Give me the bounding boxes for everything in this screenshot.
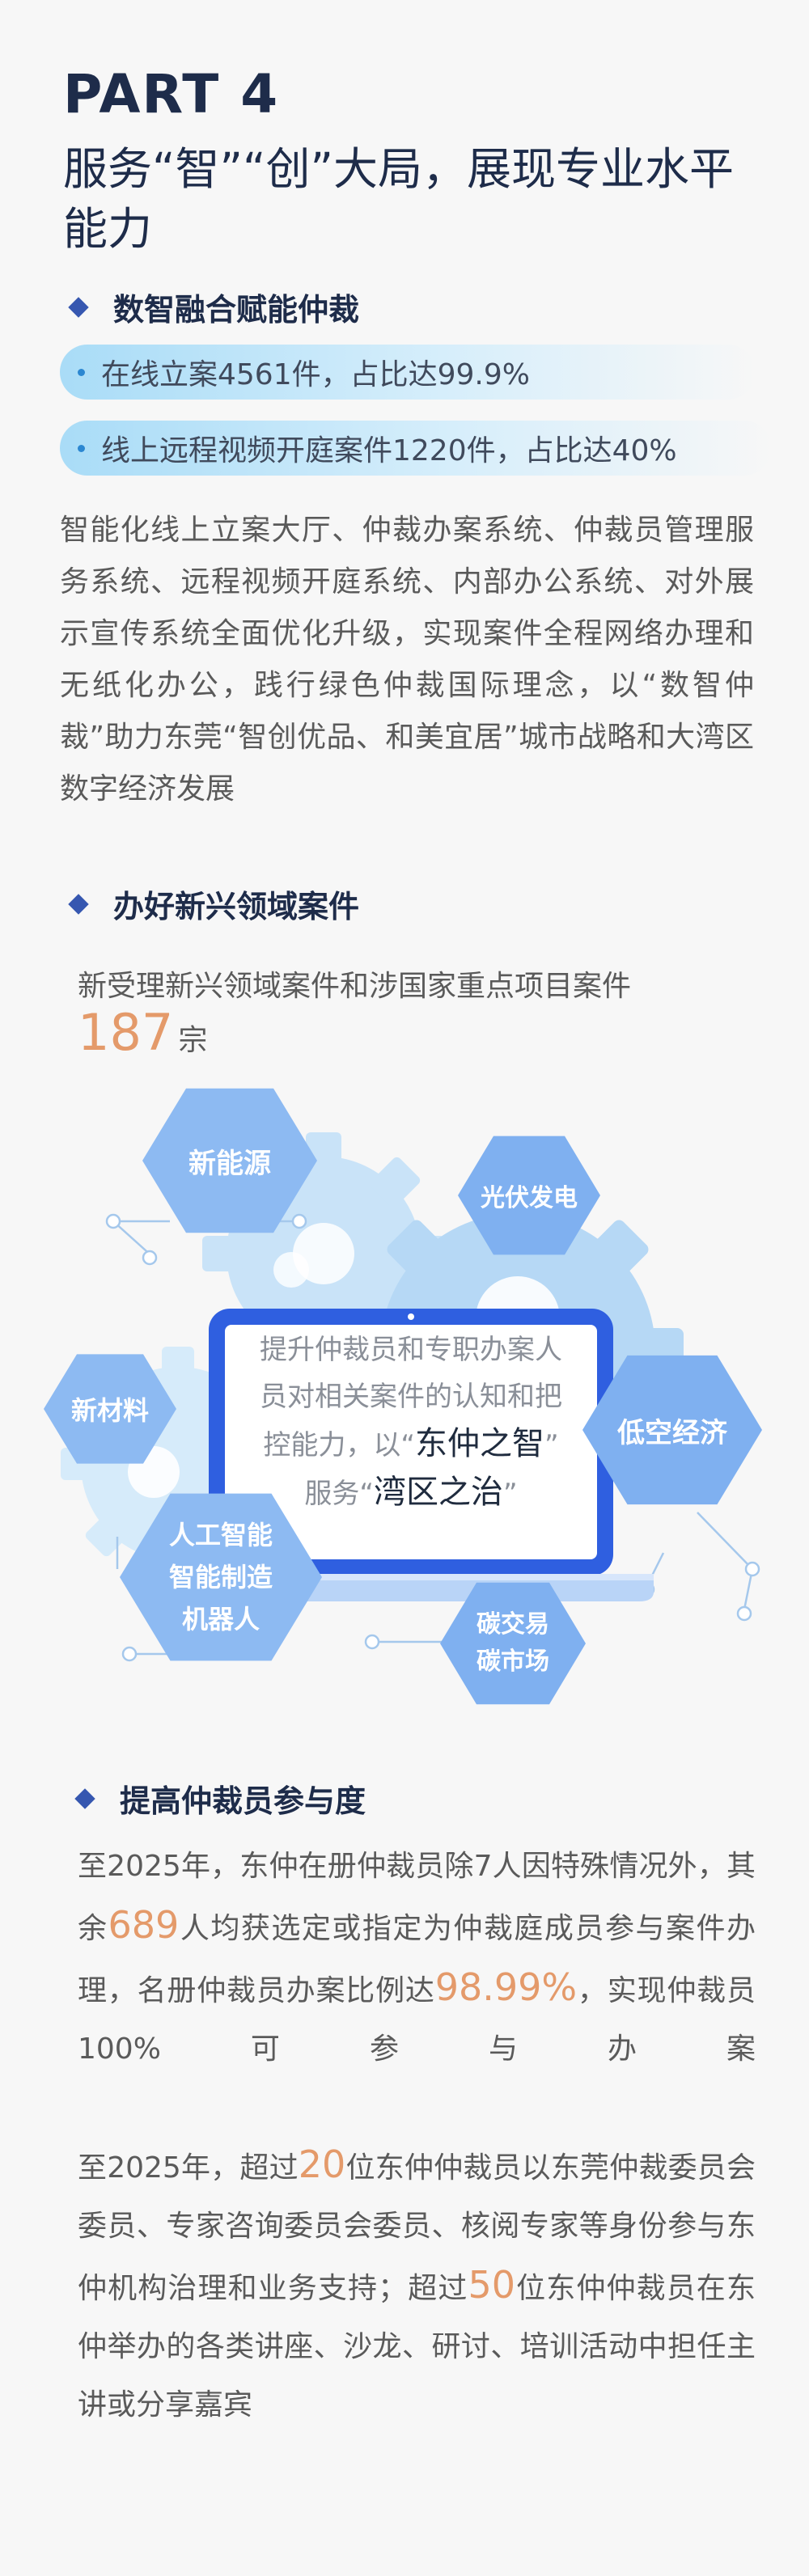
highlight-number: 98.99% xyxy=(434,1965,578,2009)
screen-line: 服务“湾区之治” xyxy=(304,1474,518,1511)
screen-line: 提升仲裁员和专职办案人 xyxy=(260,1334,562,1366)
part-title: PART 4 xyxy=(63,63,280,125)
laptop-icon xyxy=(170,1309,654,1601)
section-heading-text: 数智融合赋能仲裁 xyxy=(113,292,360,328)
stat-pill-online-filing: 在线立案4561件，占比达99.9% xyxy=(60,345,756,400)
emerging-stat-unit: 宗 xyxy=(178,1024,208,1057)
laptop-screen-text: 提升仲裁员和专职办案人 员对相关案件的认知和把 控能力，以“东仲之智” 服务“湾… xyxy=(225,1326,597,1517)
diamond-bullet-icon xyxy=(68,893,89,915)
highlight-text: 湾区之治 xyxy=(374,1474,503,1511)
hex-label: 光伏发电 xyxy=(481,1184,578,1212)
arbitrator-paragraph-2: 至2025年，超过20位东仲仲裁员以东莞仲裁委员会委员、专家咨询委员会委员、核阅… xyxy=(78,2142,756,2422)
emerging-stat-number: 187 xyxy=(78,1003,174,1062)
highlight-text: 东仲之智 xyxy=(415,1425,544,1462)
hex-label: 人工智能 智能制造 机器人 xyxy=(168,1520,273,1635)
emerging-stat-figure: 187 宗 xyxy=(78,1003,207,1062)
section-heading-text: 办好新兴领域案件 xyxy=(113,889,360,924)
highlight-number: 20 xyxy=(298,2142,346,2186)
hex-label: 新材料 xyxy=(70,1395,149,1426)
highlight-number: 689 xyxy=(108,1903,180,1947)
stat-pill-video-hearing: 线上远程视频开庭案件1220件，占比达40% xyxy=(60,421,772,476)
page-headline: 服务“智”“创”大局，展现专业水平能力 xyxy=(63,143,734,255)
diamond-bullet-icon xyxy=(74,1787,95,1809)
emerging-fields-diagram: 提升仲裁员和专职办案人 员对相关案件的认知和把 控能力，以“东仲之智” 服务“湾… xyxy=(0,1084,809,1715)
section-heading-digital: 数智融合赋能仲裁 xyxy=(68,285,360,329)
hex-new-energy: 新能源 xyxy=(142,1088,317,1233)
screen-line: 员对相关案件的认知和把 xyxy=(260,1381,562,1413)
hex-carbon-trading: 碳交易 碳市场 xyxy=(440,1582,586,1705)
hex-low-altitude-economy: 低空经济 xyxy=(582,1355,762,1505)
emerging-stat-text: 新受理新兴领域案件和涉国家重点项目案件 xyxy=(78,970,632,1003)
hex-label: 新能源 xyxy=(188,1147,271,1180)
hex-label: 碳交易 碳市场 xyxy=(477,1610,549,1676)
pill-text: 在线立案4561件，占比达99.9% xyxy=(101,358,530,391)
hex-label: 低空经济 xyxy=(617,1416,727,1449)
digital-paragraph: 智能化线上立案大厅、仲裁办案系统、仲裁员管理服务系统、远程视频开庭系统、内部办公… xyxy=(60,514,754,806)
bullet-dot-icon xyxy=(78,444,85,452)
bullet-dot-icon xyxy=(78,368,85,376)
arbitrator-paragraph-1: 至2025年，东仲在册仲裁员除7人因特殊情况外，其余689人均获选定或指定为仲裁… xyxy=(78,1850,756,2066)
section-heading-emerging: 办好新兴领域案件 xyxy=(68,882,360,926)
pill-text: 线上远程视频开庭案件1220件，占比达40% xyxy=(101,434,677,467)
section-heading-arbitrators: 提高仲裁员参与度 xyxy=(74,1776,366,1821)
highlight-number: 50 xyxy=(468,2263,516,2307)
screen-line: 控能力，以“东仲之智” xyxy=(263,1425,559,1462)
diamond-bullet-icon xyxy=(68,296,89,318)
section-heading-text: 提高仲裁员参与度 xyxy=(120,1783,366,1819)
